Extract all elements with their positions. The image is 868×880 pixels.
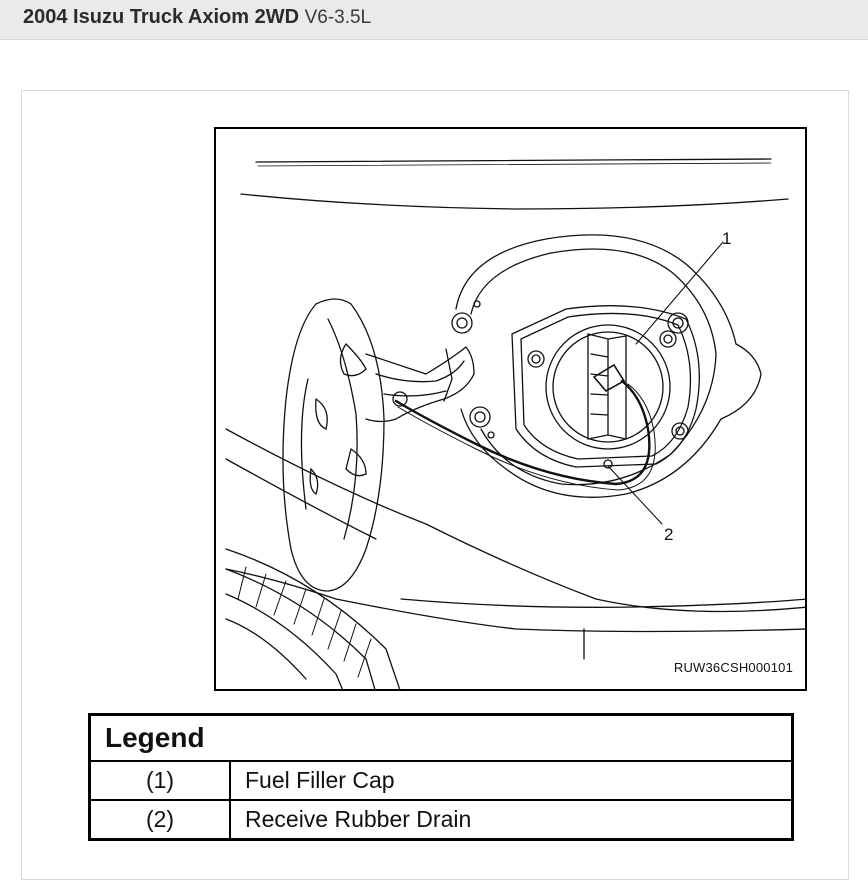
vehicle-name: 2004 Isuzu Truck Axiom 2WD	[23, 6, 300, 28]
legend-row: (1) Fuel Filler Cap	[88, 760, 794, 801]
page-header: 2004 Isuzu Truck Axiom 2WD V6-3.5L	[0, 0, 868, 40]
diagram-drawing	[225, 158, 805, 689]
fuel-door-diagram: 1 2 RUW36CSH000101	[214, 127, 807, 691]
vehicle-title: 2004 Isuzu Truck Axiom 2WD V6-3.5L	[23, 6, 371, 29]
callout-1: 1	[722, 229, 732, 248]
callout-2: 2	[664, 525, 674, 544]
legend-table: Legend (1) Fuel Filler Cap (2) Receive R…	[88, 713, 794, 841]
legend-item-number: (2)	[88, 799, 231, 841]
legend-row: (2) Receive Rubber Drain	[88, 799, 794, 841]
legend-item-label: Receive Rubber Drain	[229, 799, 794, 841]
legend-heading: Legend	[88, 713, 794, 762]
engine-spec: V6-3.5L	[304, 7, 372, 28]
figure-code: RUW36CSH000101	[673, 660, 793, 675]
legend-item-label: Fuel Filler Cap	[229, 760, 794, 801]
legend-header-row: Legend	[88, 713, 794, 762]
legend-item-number: (1)	[88, 760, 231, 801]
